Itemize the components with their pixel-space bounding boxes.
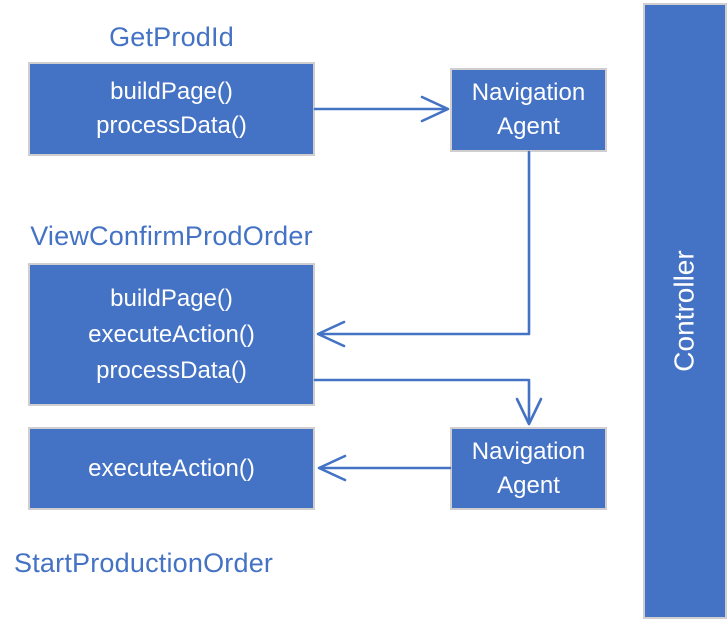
connector-agent2-to-startproduction <box>317 454 452 482</box>
arrowhead-right-icon <box>420 95 450 123</box>
navigation-agent-label: Navigation Agent <box>471 79 586 140</box>
controller-bar: Controller <box>643 3 727 619</box>
navigation-agent-box-2: Navigation Agent <box>450 427 607 510</box>
arrowhead-down-icon <box>515 397 543 426</box>
connector-viewconfirm-to-agent2 <box>313 378 543 426</box>
arrowhead-left-icon <box>317 454 347 482</box>
view-box-viewconfirmprodorder: buildPage() executeAction() processData(… <box>28 263 315 406</box>
page-title-getprodid: GetProdId <box>109 22 234 52</box>
connector-getprodid-to-agent1 <box>313 95 450 123</box>
method-executeaction: executeAction() <box>88 320 255 348</box>
method-processdata: processData() <box>96 356 247 384</box>
arrowhead-left-icon <box>316 320 346 348</box>
view-box-startproductionorder: executeAction() <box>28 427 315 510</box>
method-executeaction: executeAction() <box>88 454 255 482</box>
method-processdata: processData() <box>96 112 247 139</box>
connector-agent1-to-viewconfirm <box>316 150 531 348</box>
navigation-agent-box-1: Navigation Agent <box>450 68 607 152</box>
page-title-startproductionorder: StartProductionOrder <box>14 548 274 578</box>
controller-label: Controller <box>669 250 701 372</box>
page-title-viewconfirmprodorder: ViewConfirmProdOrder <box>30 221 313 251</box>
method-buildpage: buildPage() <box>110 78 233 105</box>
navigation-agent-label: Navigation Agent <box>471 437 586 499</box>
method-buildpage: buildPage() <box>110 284 233 312</box>
view-box-getprodid: buildPage() processData() <box>28 62 315 156</box>
